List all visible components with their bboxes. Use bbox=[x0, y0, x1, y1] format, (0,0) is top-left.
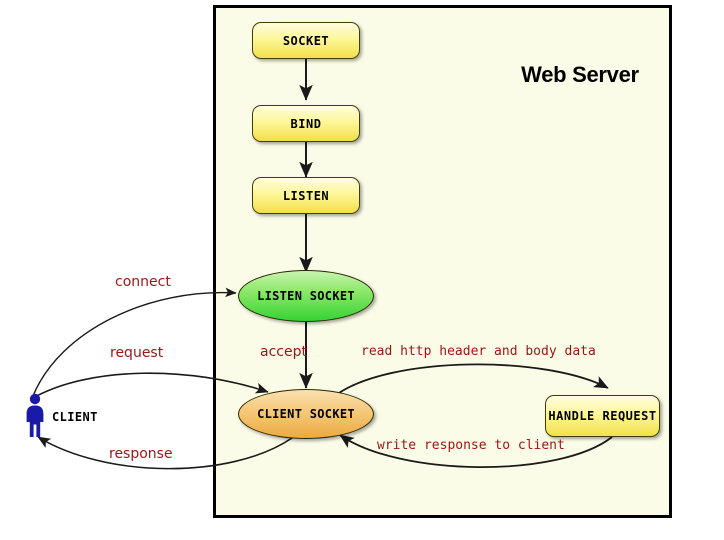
node-listen-socket-label: LISTEN SOCKET bbox=[257, 289, 355, 303]
web-server-title: Web Server bbox=[521, 62, 639, 87]
node-handle-request[interactable]: HANDLE REQUEST bbox=[545, 395, 660, 437]
edge-label-response: response bbox=[109, 446, 173, 462]
node-listen-socket[interactable]: LISTEN SOCKET bbox=[238, 270, 374, 322]
node-listen[interactable]: LISTEN bbox=[252, 177, 360, 214]
node-handle-request-label: HANDLE REQUEST bbox=[548, 409, 657, 423]
node-socket-label: SOCKET bbox=[282, 33, 330, 48]
node-bind-label: BIND bbox=[290, 116, 322, 131]
edge-label-accept: accept bbox=[260, 344, 307, 360]
edge-label-connect: connect bbox=[115, 274, 171, 290]
edge-label-write-response: write response to client bbox=[377, 438, 565, 453]
node-client-socket-label: CLIENT SOCKET bbox=[257, 407, 355, 421]
node-bind[interactable]: BIND bbox=[252, 105, 360, 142]
node-client-socket[interactable]: CLIENT SOCKET bbox=[238, 389, 374, 439]
edge-label-request: request bbox=[110, 345, 164, 361]
edge-label-read-data: read http header and body data bbox=[361, 344, 596, 359]
node-listen-label: LISTEN bbox=[282, 188, 330, 203]
node-socket[interactable]: SOCKET bbox=[252, 22, 360, 59]
client-actor-icon bbox=[26, 393, 44, 437]
client-label: CLIENT bbox=[52, 410, 98, 424]
